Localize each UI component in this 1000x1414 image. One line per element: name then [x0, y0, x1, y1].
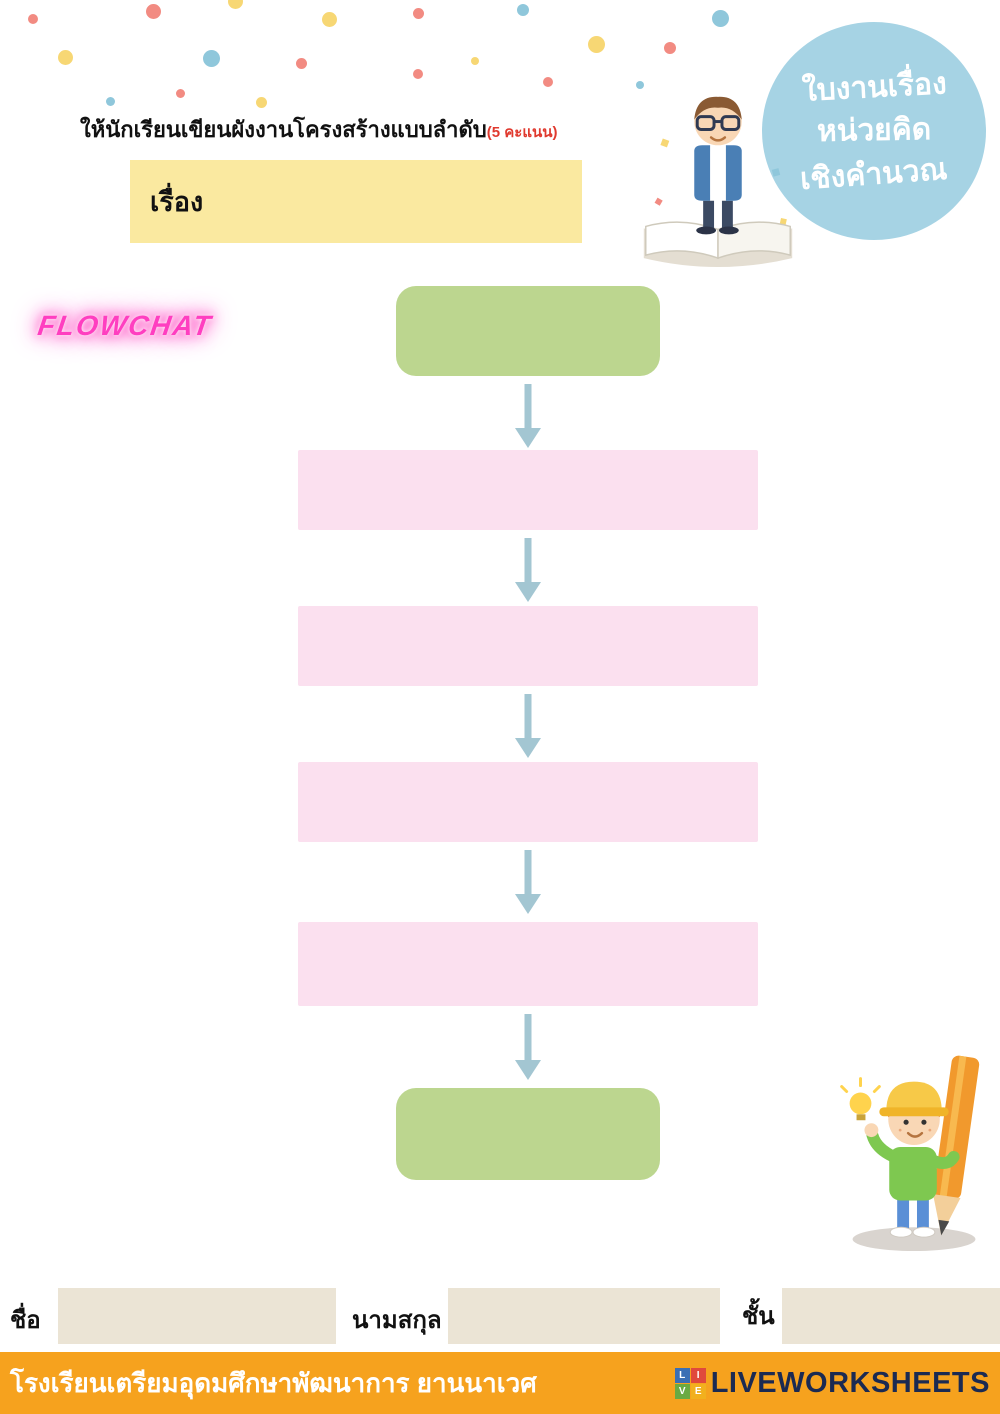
confetti-dot — [664, 42, 676, 54]
confetti-dot — [517, 4, 529, 16]
badge-line-3: เชิงคำนวณ — [799, 152, 949, 196]
flowchart-start-box[interactable] — [396, 286, 660, 376]
topic-input[interactable] — [203, 160, 582, 243]
flowchart-arrow — [515, 538, 541, 602]
surname-input[interactable] — [448, 1288, 720, 1344]
instruction-text: ให้นักเรียนเขียนผังงานโครงสร้างแบบลำดับ — [80, 117, 487, 142]
name-input[interactable] — [58, 1288, 336, 1344]
flowchart-step-box[interactable] — [298, 762, 758, 842]
confetti-dot — [712, 10, 729, 27]
logo-letter: I — [690, 1367, 706, 1383]
worksheet-instruction: ให้นักเรียนเขียนผังงานโครงสร้างแบบลำดับ(… — [80, 112, 558, 147]
name-label: ชื่อ — [10, 1307, 41, 1334]
kid-with-pencil-illustration — [840, 1055, 980, 1252]
liveworksheets-logo: L I V E LIVEWORKSHEETS — [674, 1366, 990, 1400]
topic-label: เรื่อง — [150, 187, 204, 217]
logo-letter: L — [674, 1367, 690, 1383]
confetti-dot — [471, 57, 479, 65]
confetti-dot — [203, 50, 220, 67]
flowchart-arrow — [515, 384, 541, 448]
confetti-dot — [636, 81, 644, 89]
confetti-dot — [543, 77, 553, 87]
confetti-dot — [228, 0, 243, 9]
badge-line-2: หน่วยคิด — [816, 113, 932, 149]
surname-label: นามสกุล — [352, 1307, 442, 1334]
class-label: ชั้น — [742, 1303, 775, 1330]
confetti-dot — [256, 97, 267, 108]
flowchart-arrow — [515, 850, 541, 914]
confetti-dot — [146, 4, 161, 19]
score-note: (5 คะแนน) — [486, 124, 558, 141]
footer-bar: โรงเรียนเตรียมอุดมศึกษาพัฒนาการ ยานนาเวศ… — [0, 1352, 1000, 1414]
flowchart-end-box[interactable] — [396, 1088, 660, 1180]
flowchart-arrow — [515, 694, 541, 758]
confetti-dot — [296, 58, 307, 69]
confetti-dot — [58, 50, 73, 65]
topic-box: เรื่อง — [130, 160, 582, 243]
badge-circle: ใบงานเรื่อง หน่วยคิด เชิงคำนวณ — [762, 22, 986, 240]
class-input[interactable] — [782, 1288, 1000, 1344]
logo-letter: V — [674, 1383, 690, 1399]
logo-letter: E — [690, 1383, 706, 1399]
school-name: โรงเรียนเตรียมอุดมศึกษาพัฒนาการ ยานนาเวศ — [10, 1367, 537, 1398]
confetti-dot — [106, 97, 115, 106]
confetti-dot — [322, 12, 337, 27]
flowchat-label: FLOWCHAT — [35, 310, 215, 341]
badge-line-1: ใบงานเรื่อง — [800, 66, 948, 108]
confetti-dot — [413, 69, 423, 79]
flowchart-step-box[interactable] — [298, 450, 758, 530]
confetti-dot — [413, 8, 424, 19]
confetti-dot — [28, 14, 38, 24]
logo-grid-icon: L I V E — [674, 1367, 706, 1399]
confetti-dot — [176, 89, 185, 98]
confetti-dot — [588, 36, 605, 53]
flowchart-step-box[interactable] — [298, 922, 758, 1006]
brand-name: LIVEWORKSHEETS — [710, 1366, 990, 1399]
flowchart-arrow — [515, 1014, 541, 1080]
flowchart-step-box[interactable] — [298, 606, 758, 686]
boy-on-book-illustration — [643, 96, 793, 268]
